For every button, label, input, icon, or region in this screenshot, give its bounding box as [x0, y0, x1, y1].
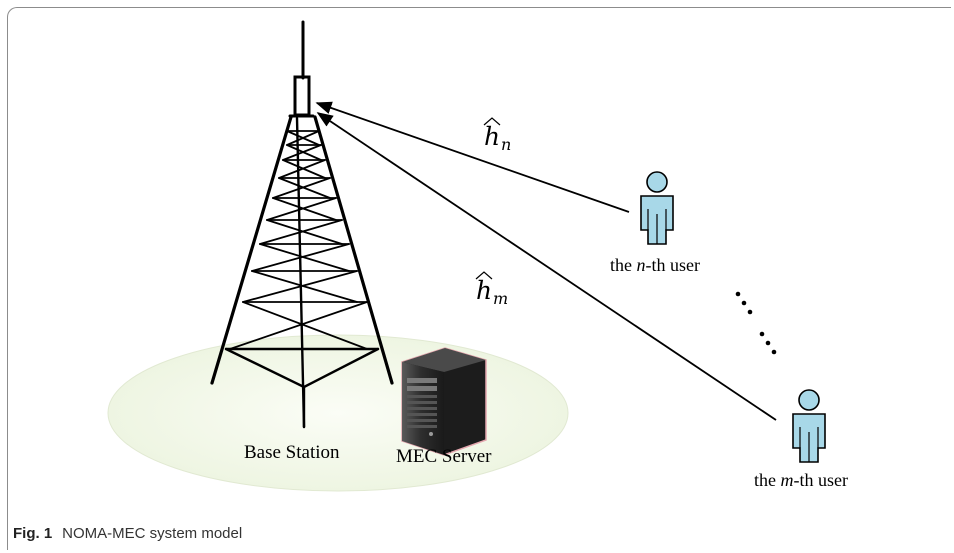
- mec-server-label: MEC Server: [396, 446, 492, 467]
- figure-number: Fig. 1: [13, 525, 53, 542]
- figure-caption-text: NOMA-MEC system model: [62, 525, 243, 542]
- mec-server-icon: [401, 347, 487, 456]
- user-m-label: the m-th user: [754, 470, 848, 490]
- channel-symbol-m: h: [476, 276, 492, 305]
- base-station-label: Base Station: [244, 442, 340, 463]
- channel-arrow-n: [315, 101, 630, 213]
- figure-frame: [7, 7, 951, 550]
- channel-symbol-n: h: [484, 122, 500, 151]
- channel-arrow-m: [316, 112, 777, 421]
- coverage-area: [107, 334, 569, 492]
- channel-label-n: h n: [483, 117, 511, 154]
- user-n-label: the n-th user: [610, 255, 700, 275]
- figure-caption: Fig. 1 NOMA-MEC system model: [13, 525, 242, 542]
- channel-label-m: h m: [475, 271, 508, 308]
- base-station-tower-icon: [210, 20, 394, 429]
- channel-subscript-m: m: [493, 289, 508, 308]
- ellipsis-dots: [735, 291, 777, 355]
- user-n-icon: [640, 171, 674, 245]
- user-m-icon: [792, 389, 826, 463]
- channel-subscript-n: n: [501, 135, 511, 154]
